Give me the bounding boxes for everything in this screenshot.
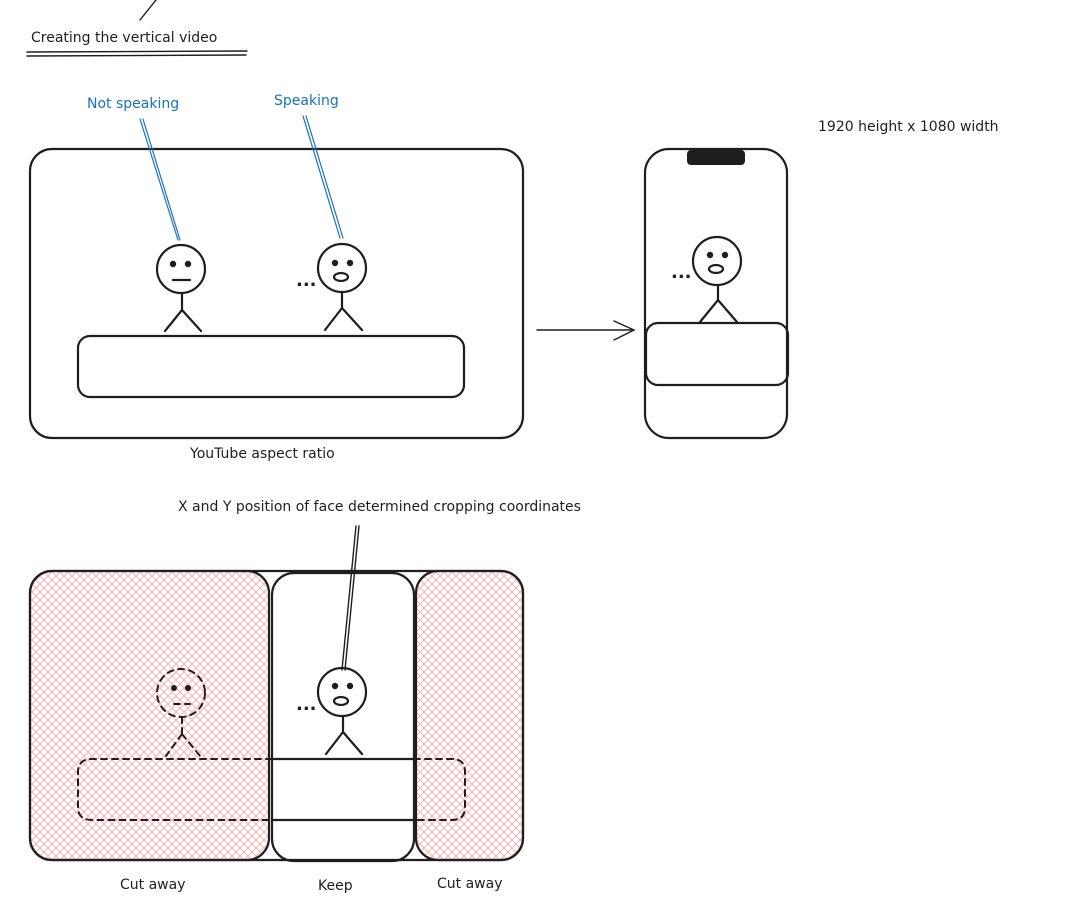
keep-region — [270, 571, 416, 863]
diagram-title: Creating the vertical video — [31, 30, 217, 46]
body-legs — [324, 714, 364, 756]
title-underline — [26, 50, 248, 57]
crop-diagram-group: X and Y position of face determined crop… — [28, 499, 581, 894]
pointer-face-position — [341, 525, 360, 671]
title-pointer-line — [139, 0, 157, 21]
head — [691, 235, 743, 287]
body-legs — [163, 291, 203, 333]
label-cut-away-left: Cut away — [120, 877, 185, 893]
person-cut-away — [156, 668, 206, 757]
eye-right — [346, 259, 354, 267]
eye-left — [171, 685, 177, 691]
person-not-speaking — [155, 243, 207, 333]
dashed-table-right — [413, 758, 466, 821]
speaking-dots: ... — [296, 270, 317, 291]
label-keep: Keep — [318, 878, 353, 894]
label-youtube-aspect-ratio: YouTube aspect ratio — [189, 446, 335, 462]
eye-left — [331, 682, 339, 690]
phone-frame — [643, 147, 789, 440]
cut-away-left-region — [28, 569, 271, 862]
label-face-position: X and Y position of face determined crop… — [178, 499, 581, 515]
eye-left — [706, 251, 714, 259]
pointer-not-speaking — [139, 118, 181, 241]
youtube-frame-group: ... Not speaking Speaking YouTube aspect… — [28, 93, 525, 462]
phone-person-speaking: ... — [671, 235, 743, 324]
eye-left — [169, 260, 177, 268]
youtube-frame — [28, 147, 525, 440]
open-mouth — [707, 263, 725, 275]
body-legs — [323, 290, 364, 332]
phone-group: ... 1920 height x 1080 width — [643, 119, 999, 440]
label-dimensions: 1920 height x 1080 width — [818, 119, 999, 135]
arrow-head — [613, 320, 636, 341]
person-kept: ... — [296, 666, 368, 756]
head — [316, 242, 368, 294]
open-mouth — [332, 271, 350, 283]
pointer-speaking — [302, 115, 344, 239]
eye-right — [185, 685, 191, 691]
conversion-arrow — [536, 320, 636, 341]
speaking-dots: ... — [671, 262, 692, 283]
person-speaking: ... — [296, 242, 368, 332]
body-legs — [165, 716, 201, 757]
cut-away-right-region — [414, 569, 525, 862]
eye-right — [346, 682, 354, 690]
label-not-speaking: Not speaking — [87, 96, 179, 112]
title-group: Creating the vertical video — [26, 0, 248, 57]
open-mouth — [332, 695, 350, 707]
head — [155, 243, 207, 295]
body-legs — [698, 283, 739, 324]
table-desk — [76, 334, 466, 399]
label-speaking: Speaking — [274, 93, 339, 109]
label-cut-away-right: Cut away — [437, 876, 502, 892]
phone-notch — [687, 150, 745, 165]
phone-table — [644, 321, 790, 387]
speaking-dots: ... — [296, 694, 317, 715]
keep-table-lines — [270, 757, 416, 822]
eye-left — [331, 259, 339, 267]
eye-right — [721, 251, 729, 259]
head — [316, 666, 368, 718]
dashed-table-left — [77, 758, 273, 821]
eye-right — [184, 260, 192, 268]
